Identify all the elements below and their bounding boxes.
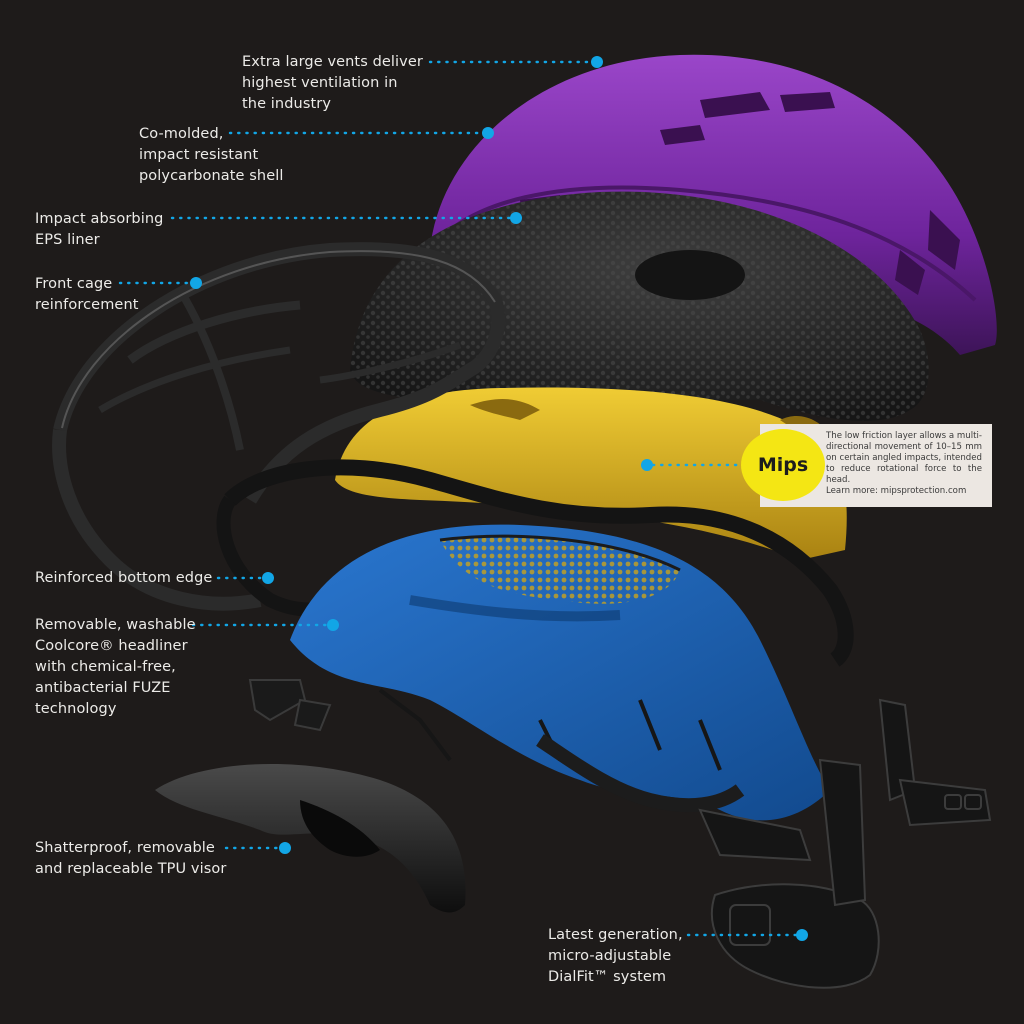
pointer-dial — [796, 929, 808, 941]
pointer-cage — [190, 277, 202, 289]
callout-shell: Co-molded, impact resistant polycarbonat… — [139, 126, 284, 184]
callout-front-cage: Front cage reinforcement — [35, 276, 139, 313]
pointer-eps — [510, 212, 522, 224]
callout-bottom-edge: Reinforced bottom edge — [35, 570, 213, 586]
side-strap-clips — [248, 679, 332, 732]
mips-learn-more: Learn more: mipsprotection.com — [826, 486, 967, 496]
front-cage-highlight — [61, 250, 496, 429]
pointer-liner — [327, 619, 339, 631]
mips-logo-text: Mips — [757, 454, 809, 476]
pointer-shell — [482, 127, 494, 139]
mips-description: The low friction layer allows a multi-di… — [826, 431, 982, 485]
pointer-mips — [641, 459, 653, 471]
eps-liner — [350, 191, 929, 421]
mips-logo: Mips — [741, 429, 825, 501]
mips-description-block: The low friction layer allows a multi-di… — [826, 431, 982, 497]
tpu-visor — [155, 763, 466, 913]
pointer-dots — [190, 56, 808, 941]
callout-eps-liner: Impact absorbing EPS liner — [35, 211, 164, 248]
callout-dialfit: Latest generation, micro-adjustable Dial… — [548, 927, 683, 985]
front-cage — [52, 242, 506, 611]
pointer-vents — [591, 56, 603, 68]
callout-visor: Shatterproof, removable and replaceable … — [35, 840, 227, 877]
pointer-edge — [262, 572, 274, 584]
pointer-visor — [279, 842, 291, 854]
coolcore-headliner — [290, 524, 830, 821]
leader-lines — [118, 60, 798, 937]
callout-headliner: Removable, washable Coolcore® headliner … — [35, 617, 196, 717]
callout-vents: Extra large vents deliver highest ventil… — [242, 54, 423, 112]
